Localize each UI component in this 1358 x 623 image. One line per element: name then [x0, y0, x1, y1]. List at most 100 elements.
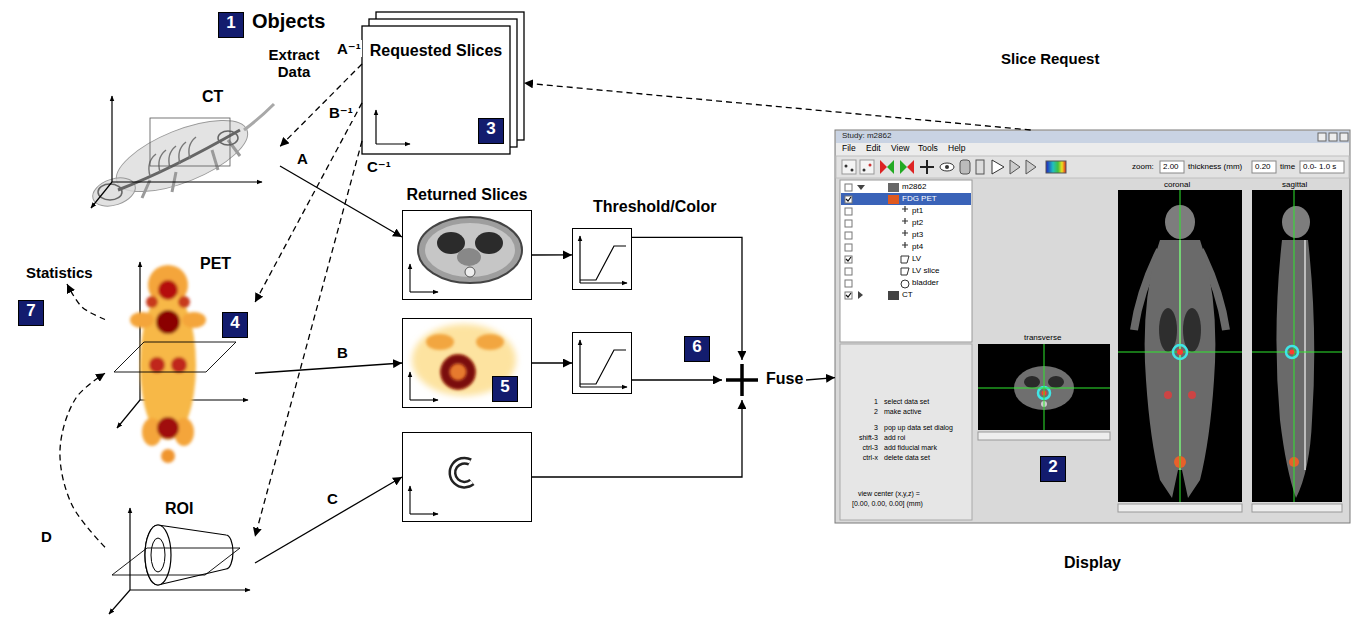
label-holder: 7: [18, 300, 44, 326]
viewer-screenshot: [841, 193, 971, 205]
transverse-image: [1044, 344, 1045, 430]
toolbar-icon: [863, 169, 866, 172]
label-holder: LV slice: [912, 266, 939, 275]
coronal-image: [1188, 391, 1196, 399]
toolbar-icon: [1046, 161, 1066, 173]
ct-slice-image: [410, 291, 438, 292]
label-holder: sagittal: [1282, 180, 1307, 189]
viewer-screenshot: [1300, 161, 1344, 173]
label-holder: Study: m2862: [842, 131, 891, 140]
slice-stack-figure: [362, 26, 510, 154]
screen-text: Edit: [866, 144, 881, 154]
viewer-screenshot: [840, 344, 972, 520]
tree-checkbox: [845, 208, 852, 215]
tree-checkbox: [845, 268, 852, 275]
label-holder: 3: [478, 118, 504, 144]
label-holder: add roi: [884, 434, 905, 442]
viewer-screenshot: [1118, 190, 1242, 502]
viewer-screenshot: [888, 291, 899, 300]
pet-volume-figure: [178, 296, 190, 308]
screen-text: pop up data set dialog: [884, 424, 953, 432]
transverse-image: [1048, 376, 1064, 388]
screen-text: coronal: [1164, 180, 1190, 189]
tree-checkbox: [845, 184, 852, 299]
edge-label-holder: A⁻¹: [336, 40, 362, 57]
screen-text: view center (x,y,z) =: [858, 490, 920, 498]
screen-text: m2862: [902, 182, 926, 191]
label-holder: Help: [948, 144, 965, 154]
viewer-screenshot: [1252, 190, 1342, 502]
sagittal-image: [1282, 206, 1310, 238]
node-label: Returned Slices: [403, 186, 531, 204]
annotation-label: Extract Data: [262, 46, 326, 81]
pet-volume: PET: [105, 255, 255, 470]
toolbar-icon: [920, 160, 934, 174]
screen-text: LV: [912, 254, 921, 263]
threshold-curve: [580, 386, 627, 387]
label-holder: shift-3: [842, 434, 878, 442]
label-holder: pt1: [912, 206, 923, 215]
fuse-symbol: [726, 378, 758, 382]
toolbar-icon: [845, 165, 848, 168]
pet-volume-figure: [158, 280, 178, 300]
viewer-screenshot: [978, 432, 1110, 440]
label-holder: 3: [842, 424, 878, 432]
toolbar-icon: [842, 160, 856, 174]
label-holder: select data set: [884, 398, 929, 406]
toolbar-icon: [1026, 160, 1036, 174]
sagittal-image: [1276, 240, 1314, 498]
label-holder: view center (x,y,z) =: [858, 490, 920, 498]
pet-volume-figure: [171, 357, 187, 373]
label-holder: Objects: [252, 10, 325, 33]
threshold-curve: [579, 236, 580, 283]
roi-volume-figure: [109, 590, 130, 614]
pet-slice-image: [445, 359, 471, 385]
pet-slice-image: [426, 334, 454, 350]
viewer-screenshot: [857, 185, 865, 190]
ct-slice-image: [409, 264, 410, 292]
ct-slice-image: [418, 217, 522, 283]
roi-volume: ROI: [105, 500, 255, 605]
coronal-image: [1183, 308, 1201, 352]
screen-text: shift-3: [842, 434, 878, 442]
edge-label-holder: A: [296, 150, 309, 167]
toolbar-icon: [945, 165, 949, 169]
viewer-screenshot: [1118, 504, 1242, 512]
toolbar-icon: [860, 160, 874, 174]
callout-number: 5: [492, 376, 518, 402]
threshold-curve: [579, 340, 580, 387]
threshold-box: [572, 332, 632, 394]
ct-volume-figure: [111, 96, 112, 182]
viewer-screenshot: [840, 180, 972, 342]
viewer-screenshot: [1329, 133, 1337, 141]
slice-stack-figure: [375, 110, 376, 144]
label-holder: View: [891, 144, 909, 154]
label-holder: pt2: [912, 218, 923, 227]
flow-arrow: [280, 166, 402, 237]
tree-checkbox: [845, 232, 852, 239]
pet-volume-figure: [139, 262, 140, 400]
statistics-output: Statistics: [22, 262, 97, 284]
pet-slice-image: [409, 372, 410, 400]
screen-text: thickness (mm): [1188, 162, 1242, 171]
roi-slice-image: [452, 461, 472, 485]
label-holder: 2: [1040, 456, 1066, 482]
threshold-curve: [580, 246, 626, 280]
ct-volume-figure: [150, 118, 230, 166]
dashed-arrow: [60, 373, 105, 547]
flow-arrow: [255, 477, 402, 563]
label-holder: Extract Data: [262, 46, 326, 81]
label-holder: pt3: [912, 230, 923, 239]
viewer-screenshot: [835, 130, 1350, 523]
ct-volume-figure: [244, 104, 274, 130]
ct-slice-image: [475, 232, 503, 254]
dashed-arrow: [67, 284, 105, 320]
slice-box: [402, 432, 532, 522]
roi-slice-image: [452, 461, 472, 485]
edge-label: A: [296, 150, 309, 167]
label-holder: FDG PET: [902, 194, 937, 203]
ct-volume: CT: [90, 88, 280, 218]
screen-text: 3: [842, 424, 878, 432]
screen-text: pt2: [912, 218, 923, 227]
